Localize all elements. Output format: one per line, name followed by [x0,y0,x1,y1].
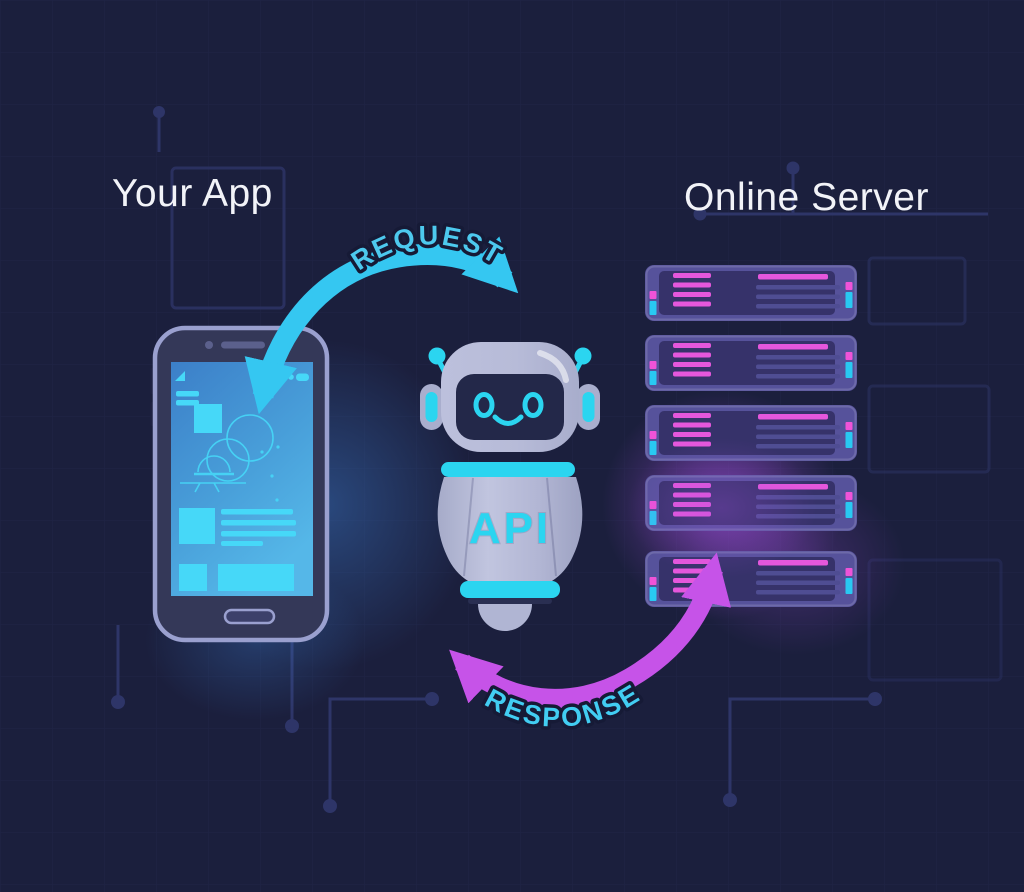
robot-neck-gap [468,598,552,604]
server-rack-2 [644,334,858,392]
screen-tile [194,404,222,433]
head-highlight [537,350,569,383]
hamburger-menu-icon [176,391,199,406]
request-arrow [244,236,519,415]
api-label: API [469,504,551,553]
list-item-2 [179,564,294,591]
response-arrow [449,552,731,709]
screen-sketch [180,414,280,502]
phone-screen [171,362,313,596]
robot-face [456,374,564,440]
signal-icon [175,371,185,381]
server-stack [627,264,858,608]
server-title: Online Server [684,176,929,219]
phone [150,325,330,643]
list-item-1 [179,508,296,546]
app-title: Your App [112,172,273,215]
robot-collar [441,462,575,477]
robot-ear-left [420,384,443,430]
server-rack-1 [644,264,858,322]
phone-screen-content [175,371,309,591]
robot-eye-left [473,392,495,418]
phone-camera-dot [205,341,213,349]
phone-speaker [221,341,265,349]
server-glow [627,438,817,578]
robot-eye-right [522,392,544,418]
robot-ear-right [577,384,600,430]
robot-smile [492,414,524,426]
robot-bottom-band [460,581,560,598]
phone-home-button [223,608,276,625]
